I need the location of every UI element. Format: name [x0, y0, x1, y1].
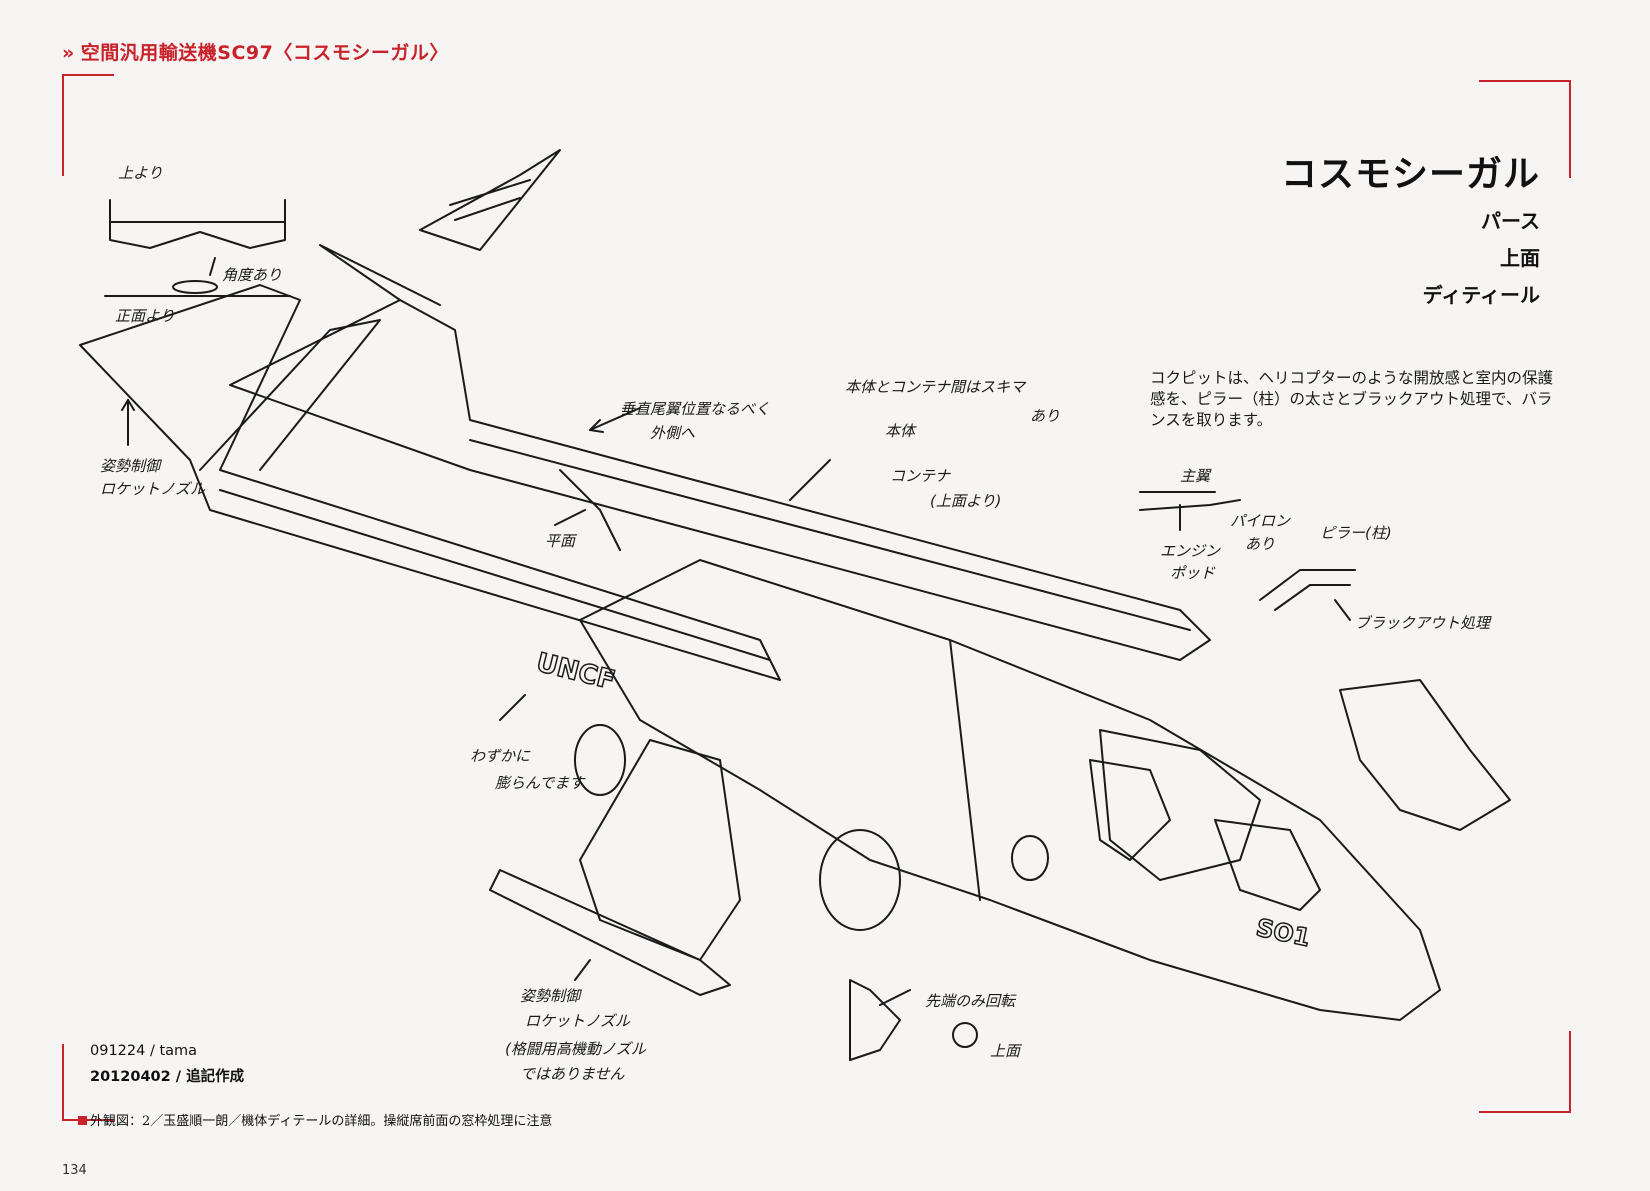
annotation-hull-container-b: あり — [1030, 407, 1061, 425]
design-description: コクピットは、ヘリコプターのような開放感と室内の保護感を、ピラー（柱）の太さとブ… — [1150, 369, 1554, 429]
corner-mark-top-left — [62, 74, 114, 176]
annotation-not-mobility-b: ではありません — [520, 1065, 625, 1083]
upper-boom — [229, 244, 1211, 661]
rotating-tip-detail — [849, 979, 978, 1061]
view-label-perspective: パース — [1481, 209, 1540, 233]
annotation-top-surface: 上面 — [990, 1042, 1021, 1060]
pylon-sketch — [1139, 491, 1241, 531]
annotation-tip-rotates: 先端のみ回転 — [925, 992, 1016, 1010]
annotation-engine-pod-b: ポッド — [1170, 564, 1216, 582]
annotation-plane: 平面 — [545, 532, 576, 550]
main-fuselage — [579, 559, 1511, 1021]
corner-mark-top-right — [1479, 80, 1571, 178]
annotation-hull-container: 本体とコンテナ間はスキマ — [845, 378, 1026, 396]
annotation-swelling: 膨らんでます — [495, 774, 585, 792]
top-front-view-sketch — [104, 199, 291, 297]
corner-mark-bottom-left — [62, 1044, 114, 1121]
pillar-sketch — [1259, 569, 1356, 621]
upper-wing — [419, 149, 561, 251]
chevron-icon: » — [62, 42, 75, 64]
annotation-hull: 本体 — [885, 422, 916, 440]
annotation-attitude-nozzle-2: 姿勢制御 — [520, 987, 581, 1005]
section-header: »空間汎用輸送機SC97〈コスモシーガル〉 — [62, 38, 449, 65]
view-label-top: 上面 — [1500, 246, 1540, 270]
annotation-from-top: (上面より) — [930, 492, 1002, 510]
annotation-main-wing: 主翼 — [1180, 467, 1211, 485]
annotation-pillar: ピラー(柱) — [1320, 524, 1392, 542]
hull-marking: UNCF — [533, 648, 618, 696]
annotation-top-view: 上より — [118, 164, 163, 182]
lower-wing — [489, 724, 901, 996]
corner-mark-bottom-right — [1479, 1031, 1571, 1113]
annotation-attitude-nozzle-1: 姿勢制御 — [100, 457, 161, 475]
view-label-detail: ディティール — [1422, 283, 1540, 307]
ship-name: コスモシーガル — [1280, 154, 1540, 195]
section-title: 空間汎用輸送機SC97〈コスモシーガル〉 — [80, 42, 449, 64]
lower-boom — [79, 284, 781, 681]
annotation-attitude-nozzle-2b: ロケットノズル — [525, 1012, 631, 1030]
annotation-attitude-nozzle-1b: ロケットノズル — [100, 480, 206, 498]
credit-line-2: 20120402 / 追記作成 — [90, 1069, 245, 1085]
page-number: 134 — [62, 1163, 87, 1178]
annotation-pylon: パイロン — [1230, 512, 1291, 530]
caption-text: 外観図：2／玉盛順一朗／機体ディテールの詳細。操縦席前面の窓枠処理に注意 — [90, 1114, 553, 1129]
figure-caption: 外観図：2／玉盛順一朗／機体ディテールの詳細。操縦席前面の窓枠処理に注意 — [78, 1110, 552, 1129]
annotation-angle: 角度あり — [222, 266, 283, 284]
annotation-tail-position: 垂直尾翼位置なるべく — [620, 400, 771, 418]
annotation-blackout: ブラックアウト処理 — [1355, 614, 1491, 632]
caption-marker-icon — [78, 1116, 87, 1125]
annotation-pylon-b: あり — [1245, 535, 1276, 553]
annotation-slightly: わずかに — [470, 747, 531, 765]
annotation-container: コンテナ — [890, 467, 951, 485]
hull-number: SO1 — [1254, 913, 1313, 952]
annotation-front-view: 正面より — [115, 307, 175, 325]
title-block: コスモシーガル パース 上面 ディティール — [1281, 145, 1540, 308]
credits: 091224 / tama 20120402 / 追記作成 — [90, 1038, 244, 1090]
annotation-arrows — [121, 399, 911, 1006]
annotation-tail-position-b: 外側へ — [650, 424, 696, 442]
annotation-not-mobility: (格闘用高機動ノズル — [505, 1040, 646, 1058]
credit-line-1: 091224 / tama — [90, 1043, 198, 1059]
annotation-engine-pod: エンジン — [1160, 542, 1221, 560]
